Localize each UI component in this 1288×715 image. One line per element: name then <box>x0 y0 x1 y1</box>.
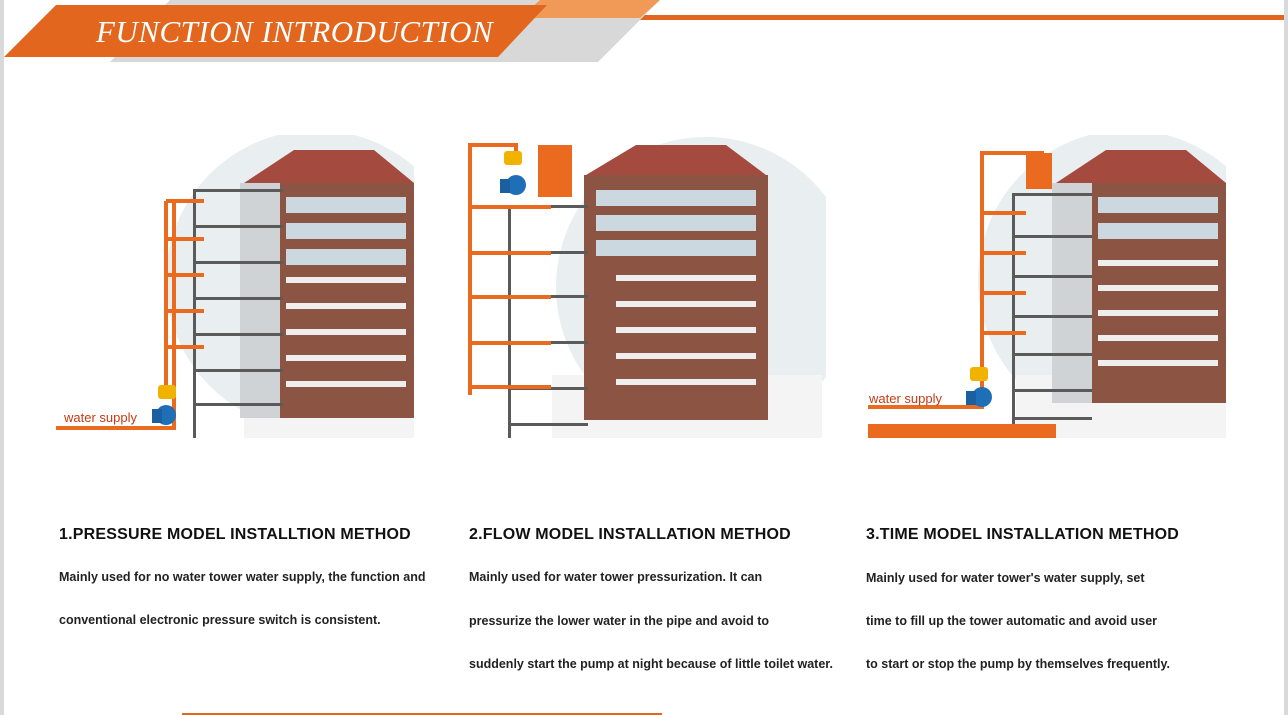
section-text-line: time to fill up the tower automatic and … <box>866 614 1158 628</box>
time-model-illustration: water supply <box>868 135 1226 438</box>
section-text-line: Mainly used for water tower's water supp… <box>866 571 1145 585</box>
building <box>240 150 414 418</box>
pressure-model-illustration: water supply <box>56 135 414 438</box>
section-heading-flow: 2.FLOW MODEL INSTALLATION METHOD <box>469 526 791 543</box>
section-text-line: conventional electronic pressure switch … <box>59 613 381 627</box>
building <box>584 145 768 420</box>
water-pipes <box>56 199 204 430</box>
section-text-line: suddenly start the pump at night because… <box>469 657 833 671</box>
section-text-line: pressurize the lower water in the pipe a… <box>469 614 770 628</box>
building <box>1052 150 1226 403</box>
floor-slabs <box>193 189 283 438</box>
section-text-line: Mainly used for no water tower water sup… <box>59 570 426 584</box>
pump-icon <box>500 151 526 195</box>
floor-slabs <box>1012 193 1092 438</box>
right-border <box>1284 0 1288 715</box>
page-title: FUNCTION INTRODUCTION <box>96 14 494 49</box>
ground-pipe <box>868 424 1056 438</box>
left-border <box>0 0 4 715</box>
flow-model-illustration <box>468 137 826 438</box>
banner-light-orange-shape <box>520 0 660 18</box>
section-heading-time: 3.TIME MODEL INSTALLATION METHOD <box>866 526 1180 543</box>
water-supply-label: water supply <box>63 410 137 425</box>
section-heading-pressure: 1.PRESSURE MODEL INSTALLTION METHOD <box>59 526 411 543</box>
footer-rule <box>182 713 662 715</box>
section-text-line: Mainly used for water tower pressurizati… <box>469 570 763 584</box>
water-supply-label: water supply <box>868 391 942 406</box>
banner-shapes <box>4 0 660 62</box>
banner-orange-shape <box>4 5 547 57</box>
pump-icon <box>152 385 176 425</box>
pump-icon <box>966 367 992 407</box>
header-rule <box>640 15 1284 20</box>
water-tank <box>1026 153 1052 189</box>
water-tank <box>538 145 572 197</box>
section-text-line: to start or stop the pump by themselves … <box>866 657 1170 671</box>
